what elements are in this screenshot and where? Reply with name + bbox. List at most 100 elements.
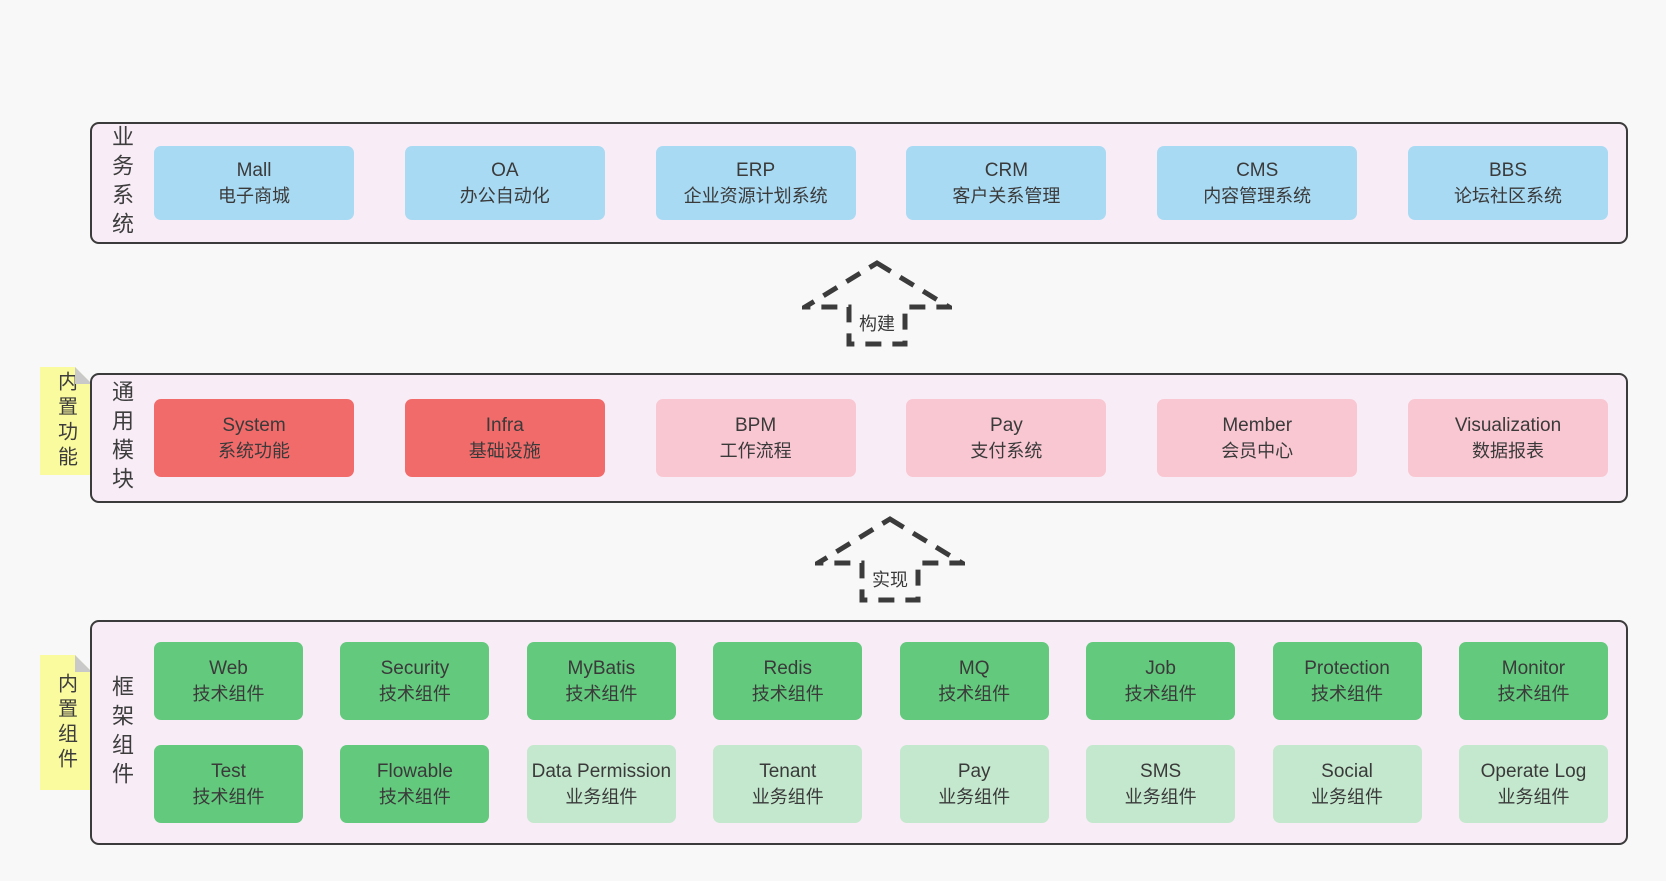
box-title: Job xyxy=(1145,658,1176,680)
build-arrow-icon: 构建 xyxy=(802,259,952,347)
framework-row-1: Web 技术组件 Security 技术组件 MyBatis 技术组件 Redi… xyxy=(154,642,1608,720)
box-data-permission: Data Permission 业务组件 xyxy=(526,745,676,823)
box-title: Tenant xyxy=(759,761,817,783)
business-systems-row: Mall 电子商城 OA 办公自动化 ERP 企业资源计划系统 CRM 客户关系… xyxy=(150,124,1626,242)
dashed-up-arrow-icon xyxy=(815,516,965,603)
box-title: Monitor xyxy=(1501,658,1566,680)
box-subtitle: 支付系统 xyxy=(970,440,1043,461)
box-title: Pay xyxy=(957,761,991,783)
box-subtitle: 技术组件 xyxy=(1497,683,1570,704)
box-job: Job 技术组件 xyxy=(1086,642,1236,720)
common-modules-panel: 通用模块 System 系统功能 Infra 基础设施 BPM 工作流程 Pay… xyxy=(90,373,1628,503)
box-subtitle: 业务组件 xyxy=(565,786,638,807)
box-member: Member 会员中心 xyxy=(1157,399,1358,477)
box-subtitle: 工作流程 xyxy=(719,440,792,461)
box-web: Web 技术组件 xyxy=(154,642,303,720)
box-title: Flowable xyxy=(376,761,453,783)
box-subtitle: 电子商城 xyxy=(218,185,290,206)
box-operate-log: Operate Log 业务组件 xyxy=(1458,745,1608,823)
builtin-functions-note: 内置功能 xyxy=(40,367,92,475)
box-title: Visualization xyxy=(1454,415,1562,437)
box-subtitle: 办公自动化 xyxy=(459,185,550,206)
box-subtitle: 技术组件 xyxy=(378,683,451,704)
common-modules-label: 通用模块 xyxy=(109,380,134,496)
box-infra: Infra 基础设施 xyxy=(404,399,605,477)
box-title: SMS xyxy=(1140,761,1182,783)
box-social: Social 业务组件 xyxy=(1272,745,1422,823)
implement-arrow-label: 实现 xyxy=(869,565,911,593)
box-title: ERP xyxy=(736,160,776,182)
box-subtitle: 内容管理系统 xyxy=(1203,185,1312,206)
box-subtitle: 业务组件 xyxy=(1124,786,1197,807)
framework-row-2: Test 技术组件 Flowable 技术组件 Data Permission … xyxy=(154,745,1608,823)
box-redis: Redis 技术组件 xyxy=(713,642,863,720)
box-subtitle: 企业资源计划系统 xyxy=(683,185,828,206)
box-bpm: BPM 工作流程 xyxy=(655,399,856,477)
box-subtitle: 技术组件 xyxy=(192,786,265,807)
box-subtitle: 业务组件 xyxy=(1311,786,1384,807)
box-title: Social xyxy=(1321,761,1373,783)
box-title: MyBatis xyxy=(567,658,636,680)
box-crm: CRM 客户关系管理 xyxy=(906,146,1107,220)
box-subtitle: 技术组件 xyxy=(1124,683,1197,704)
box-title: CMS xyxy=(1236,160,1279,182)
box-cms: CMS 内容管理系统 xyxy=(1157,146,1358,220)
box-title: BBS xyxy=(1488,160,1527,182)
box-subtitle: 技术组件 xyxy=(938,683,1011,704)
box-title: Redis xyxy=(763,658,813,680)
box-subtitle: 系统功能 xyxy=(218,440,290,461)
box-bbs: BBS 论坛社区系统 xyxy=(1407,146,1608,220)
dashed-up-arrow-icon xyxy=(802,260,952,347)
box-system: System 系统功能 xyxy=(154,399,354,477)
box-subtitle: 数据报表 xyxy=(1471,440,1544,461)
box-title: OA xyxy=(491,160,519,182)
box-title: Web xyxy=(209,658,248,680)
box-security: Security 技术组件 xyxy=(340,642,490,720)
builtin-components-note: 内置组件 xyxy=(40,655,92,790)
box-title: Mall xyxy=(236,160,272,182)
box-subtitle: 客户关系管理 xyxy=(952,185,1061,206)
box-subtitle: 技术组件 xyxy=(565,683,638,704)
box-subtitle: 业务组件 xyxy=(751,786,824,807)
business-systems-panel: 业务系统 Mall 电子商城 OA 办公自动化 ERP 企业资源计划系统 CRM… xyxy=(90,122,1628,244)
box-visualization: Visualization 数据报表 xyxy=(1407,399,1608,477)
box-monitor: Monitor 技术组件 xyxy=(1458,642,1608,720)
box-subtitle: 技术组件 xyxy=(192,683,265,704)
box-title: Test xyxy=(211,761,246,783)
framework-components-rows: Web 技术组件 Security 技术组件 MyBatis 技术组件 Redi… xyxy=(150,622,1626,843)
box-title: Protection xyxy=(1304,658,1390,680)
box-subtitle: 技术组件 xyxy=(1311,683,1384,704)
box-subtitle: 会员中心 xyxy=(1221,440,1294,461)
framework-components-panel: 框架组件 Web 技术组件 Security 技术组件 MyBatis 技术组件… xyxy=(90,620,1628,845)
box-tenant: Tenant 业务组件 xyxy=(713,745,863,823)
box-subtitle: 技术组件 xyxy=(378,786,451,807)
box-mall: Mall 电子商城 xyxy=(154,146,354,220)
box-title: BPM xyxy=(735,415,777,437)
implement-arrow-icon: 实现 xyxy=(815,515,965,603)
box-subtitle: 技术组件 xyxy=(751,683,824,704)
box-oa: OA 办公自动化 xyxy=(404,146,605,220)
box-title: Operate Log xyxy=(1480,761,1587,783)
box-flowable: Flowable 技术组件 xyxy=(340,745,490,823)
box-protection: Protection 技术组件 xyxy=(1272,642,1422,720)
box-title: Pay xyxy=(990,415,1023,437)
business-systems-label: 业务系统 xyxy=(109,125,134,241)
build-arrow-label: 构建 xyxy=(856,309,898,337)
box-subtitle: 基础设施 xyxy=(468,440,541,461)
box-pay-module: Pay 支付系统 xyxy=(906,399,1107,477)
box-erp: ERP 企业资源计划系统 xyxy=(655,146,856,220)
box-mybatis: MyBatis 技术组件 xyxy=(526,642,676,720)
box-pay-component: Pay 业务组件 xyxy=(899,745,1049,823)
box-title: MQ xyxy=(958,658,990,680)
framework-components-label: 框架组件 xyxy=(109,674,134,791)
box-title: Member xyxy=(1222,415,1293,437)
box-title: System xyxy=(222,415,286,437)
box-subtitle: 业务组件 xyxy=(938,786,1011,807)
box-test: Test 技术组件 xyxy=(154,745,303,823)
box-subtitle: 论坛社区系统 xyxy=(1453,185,1562,206)
box-title: Security xyxy=(380,658,450,680)
box-title: Data Permission xyxy=(531,761,672,783)
box-subtitle: 业务组件 xyxy=(1497,786,1570,807)
common-modules-row: System 系统功能 Infra 基础设施 BPM 工作流程 Pay 支付系统… xyxy=(150,375,1626,501)
box-title: Infra xyxy=(485,415,524,437)
